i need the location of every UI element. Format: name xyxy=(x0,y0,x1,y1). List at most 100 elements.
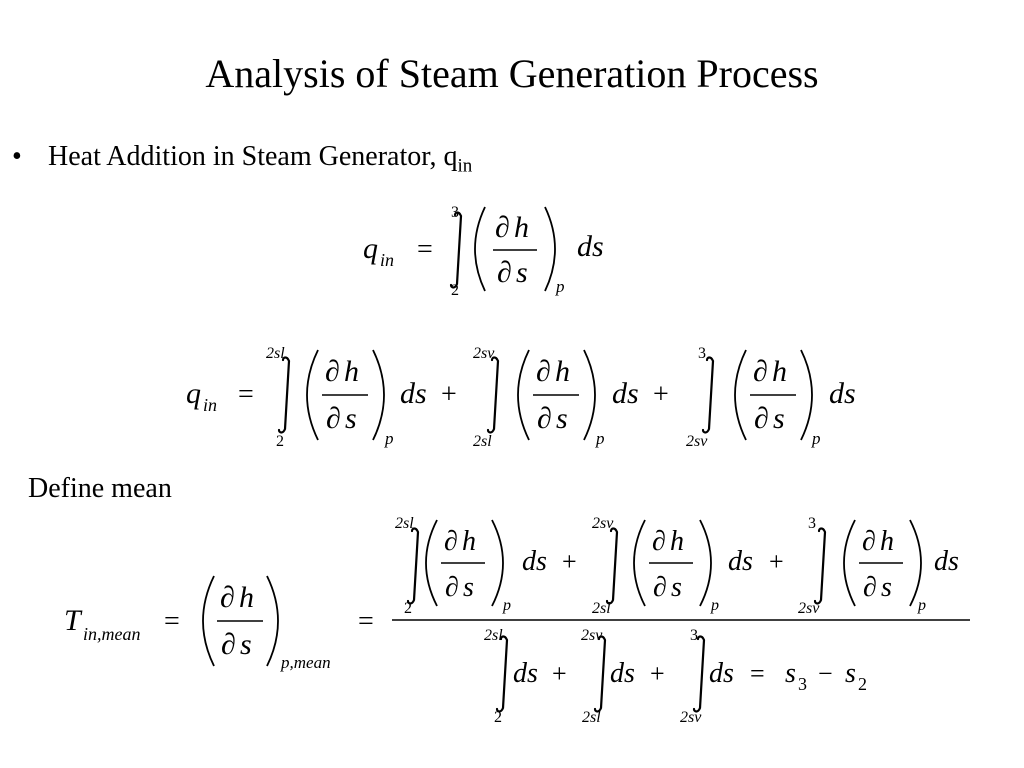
eq3-num-term3-p: p xyxy=(917,597,926,614)
eq3-num-plus-2: + xyxy=(769,547,784,576)
eq3-num-term3-upper: 3 xyxy=(808,515,816,532)
eq3-den-plus-2: + xyxy=(650,659,665,688)
eq2-term1-p: p xyxy=(384,429,394,448)
eq2-term1-s: s xyxy=(345,402,357,435)
eq3-num-term1-h: h xyxy=(462,526,476,557)
bullet-marker: • xyxy=(12,141,22,172)
eq3-num-term2-h: h xyxy=(670,526,684,557)
define-mean-label: Define mean xyxy=(28,473,172,504)
eq3-num-term2-left-paren-icon xyxy=(633,519,646,607)
eq2-in-subscript: in xyxy=(203,395,217,415)
eq3-num-term2-ds: ds xyxy=(728,546,753,577)
eq3-den-s2: s xyxy=(845,658,856,689)
eq2-equals: = xyxy=(238,379,254,410)
eq2-integral-2-icon xyxy=(486,356,500,434)
eq3-den-term2-lower: 2sl xyxy=(582,709,601,726)
eq2-q: q xyxy=(186,377,201,410)
eq3-den-sub2: 2 xyxy=(858,674,867,694)
eq3-num-term2-partial-top: ∂ xyxy=(652,526,666,557)
eq2-term1-partial-top: ∂ xyxy=(325,355,340,388)
eq3-den-integral-1-icon xyxy=(495,635,509,713)
eq3-den-term3-ds: ds xyxy=(709,658,734,689)
eq3-den-integral-3-icon xyxy=(692,635,706,713)
eq2-term1-right-paren-icon xyxy=(372,349,385,441)
eq2-term3-left-paren-icon xyxy=(734,349,747,441)
bullet-text: Heat Addition in Steam Generator, q xyxy=(48,141,458,172)
eq3-num-term1-partial-bottom: ∂ xyxy=(445,572,459,603)
eq2-term3-partial-bottom: ∂ xyxy=(754,402,769,435)
eq3-num-term3-right-paren-icon xyxy=(909,519,922,607)
eq2-term3-p: p xyxy=(811,429,821,448)
eq3-right-paren-icon xyxy=(266,575,279,667)
eq2-term3-partial-top: ∂ xyxy=(753,355,768,388)
eq3-s: s xyxy=(240,628,252,661)
eq3-num-term2-right-paren-icon xyxy=(699,519,712,607)
eq1-upper-limit: 3 xyxy=(451,204,459,221)
eq3-num-term3-partial-bottom: ∂ xyxy=(863,572,877,603)
eq3-den-s3: s xyxy=(785,658,796,689)
eq3-den-term3-lower: 2sv xyxy=(680,709,702,726)
eq2-term1-left-paren-icon xyxy=(306,349,319,441)
eq1-equals: = xyxy=(417,234,433,265)
eq1-lower-limit: 2 xyxy=(451,282,459,299)
eq3-den-term1-upper: 2sl xyxy=(484,627,503,644)
eq3-num-term3-lower: 2sv xyxy=(798,600,820,617)
eq1-in-subscript: in xyxy=(380,250,394,270)
eq2-term3-lower: 2sv xyxy=(686,433,708,450)
eq1-right-paren-icon xyxy=(544,206,556,292)
eq1-ds: ds xyxy=(577,230,604,263)
eq3-den-term2-upper: 2sv xyxy=(581,627,603,644)
eq3-num-term1-lower: 2 xyxy=(404,600,412,617)
eq3-partial-top: ∂ xyxy=(220,581,235,614)
equation-3: T in,mean = ∂ h ∂ s p,mean = 2sl 2 ∂ h ∂… xyxy=(64,515,970,726)
eq2-term2-h: h xyxy=(555,355,570,388)
eq3-T: T xyxy=(64,604,83,637)
eq2-term2-upper: 2sv xyxy=(473,345,495,362)
eq3-num-term2-partial-bottom: ∂ xyxy=(653,572,667,603)
equation-2: q in = 2sl 2 ∂ h ∂ s p ds + 2sv 2sl ∂ h … xyxy=(186,345,856,450)
eq3-num-term3-partial-top: ∂ xyxy=(862,526,876,557)
eq3-den-equals: = xyxy=(750,659,765,688)
eq2-term2-partial-top: ∂ xyxy=(536,355,551,388)
eq2-term2-right-paren-icon xyxy=(583,349,596,441)
eq3-num-term2-upper: 2sv xyxy=(592,515,614,532)
eq2-term2-ds: ds xyxy=(612,377,639,410)
bullet-subscript: in xyxy=(457,155,473,177)
eq3-num-term1-upper: 2sl xyxy=(395,515,414,532)
eq1-integral-icon xyxy=(449,211,463,289)
eq3-num-term2-lower: 2sl xyxy=(592,600,611,617)
eq3-den-plus-1: + xyxy=(552,659,567,688)
eq3-num-term3-left-paren-icon xyxy=(843,519,856,607)
eq3-equals-2: = xyxy=(358,606,374,637)
eq3-h: h xyxy=(239,581,254,614)
eq2-plus-2: + xyxy=(653,379,669,410)
eq2-term1-ds: ds xyxy=(400,377,427,410)
eq2-term1-partial-bottom: ∂ xyxy=(326,402,341,435)
eq3-den-term1-ds: ds xyxy=(513,658,538,689)
eq3-num-term2-s: s xyxy=(671,572,682,603)
eq3-in-mean-subscript: in,mean xyxy=(83,624,141,644)
eq2-term3-s: s xyxy=(773,402,785,435)
eq2-term1-lower: 2 xyxy=(276,433,284,450)
eq2-integral-3-icon xyxy=(701,356,715,434)
eq3-num-plus-1: + xyxy=(562,547,577,576)
eq3-equals-1: = xyxy=(164,606,180,637)
eq3-den-term1-lower: 2 xyxy=(494,709,502,726)
eq3-num-term1-partial-top: ∂ xyxy=(444,526,458,557)
eq3-num-term3-h: h xyxy=(880,526,894,557)
eq3-num-integral-2-icon xyxy=(605,527,619,605)
eq3-num-term1-left-paren-icon xyxy=(425,519,438,607)
eq3-num-term2-p: p xyxy=(710,597,719,614)
eq2-term1-upper: 2sl xyxy=(266,345,285,362)
eq2-plus-1: + xyxy=(441,379,457,410)
eq2-term2-lower: 2sl xyxy=(473,433,492,450)
eq2-term3-ds: ds xyxy=(829,377,856,410)
eq3-left-paren-icon xyxy=(202,575,215,667)
eq3-partial-bottom: ∂ xyxy=(221,628,236,661)
eq2-term3-upper: 3 xyxy=(698,345,706,362)
eq3-num-term1-p: p xyxy=(502,597,511,614)
eq2-integral-1-icon xyxy=(277,356,291,434)
eq3-den-integral-2-icon xyxy=(593,635,607,713)
eq1-left-paren-icon xyxy=(474,206,486,292)
